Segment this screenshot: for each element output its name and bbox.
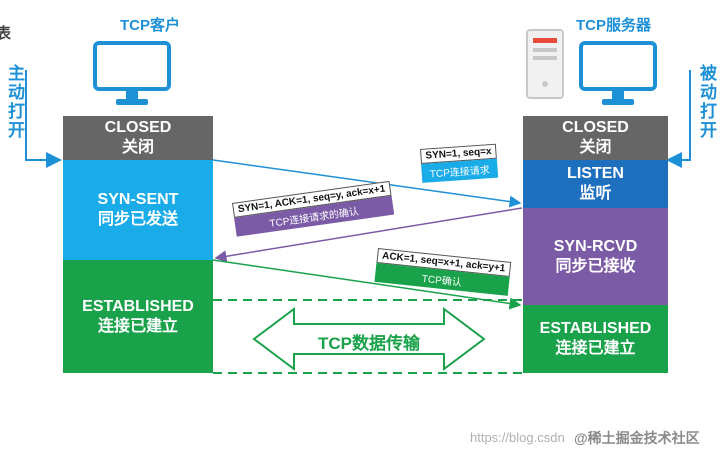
corner-fragment: 表 (0, 25, 12, 42)
state-zh: 监听 (579, 185, 612, 202)
passive-open-label: 被动打开 (697, 64, 716, 140)
client-title: TCP客户 (120, 17, 181, 34)
server-monitor-icon (578, 40, 658, 115)
server-state-established: ESTABLISHED 连接已建立 (523, 305, 668, 373)
server-tower-icon (525, 28, 565, 105)
state-zh: 同步已发送 (97, 211, 178, 228)
state-en: CLOSED (562, 119, 629, 136)
server-title: TCP服务器 (576, 17, 652, 34)
state-en: ESTABLISHED (82, 297, 194, 315)
state-en: CLOSED (104, 119, 172, 136)
server-state-listen: LISTEN 监听 (523, 160, 668, 208)
state-zh: 同步已接收 (555, 257, 636, 275)
server-state-closed: CLOSED 关闭 (523, 116, 668, 160)
data-transfer-label: TCP数据传输 (318, 334, 420, 353)
watermark-community: @稀土掘金技术社区 (574, 430, 700, 446)
server-state-syn-rcvd: SYN-RCVD 同步已接收 (523, 208, 668, 305)
state-zh: 关闭 (121, 139, 154, 156)
state-zh: 连接已建立 (555, 340, 636, 357)
watermark-url: https://blog.csdn (470, 430, 565, 445)
state-en: SYN-SENT (97, 191, 179, 208)
state-en: LISTEN (567, 165, 624, 182)
client-state-syn-sent: SYN-SENT 同步已发送 (63, 160, 213, 260)
client-monitor-icon (92, 40, 172, 115)
state-en: SYN-RCVD (553, 237, 638, 255)
active-open-label: 主动打开 (5, 64, 24, 140)
state-zh: 连接已建立 (97, 317, 178, 335)
state-zh: 关闭 (579, 139, 612, 156)
client-state-established: ESTABLISHED 连接已建立 (63, 260, 213, 373)
state-en: ESTABLISHED (539, 320, 652, 337)
client-state-closed: CLOSED 关闭 (63, 116, 213, 160)
message-syn: SYN=1, seq=x TCP连接请求 (420, 143, 499, 183)
